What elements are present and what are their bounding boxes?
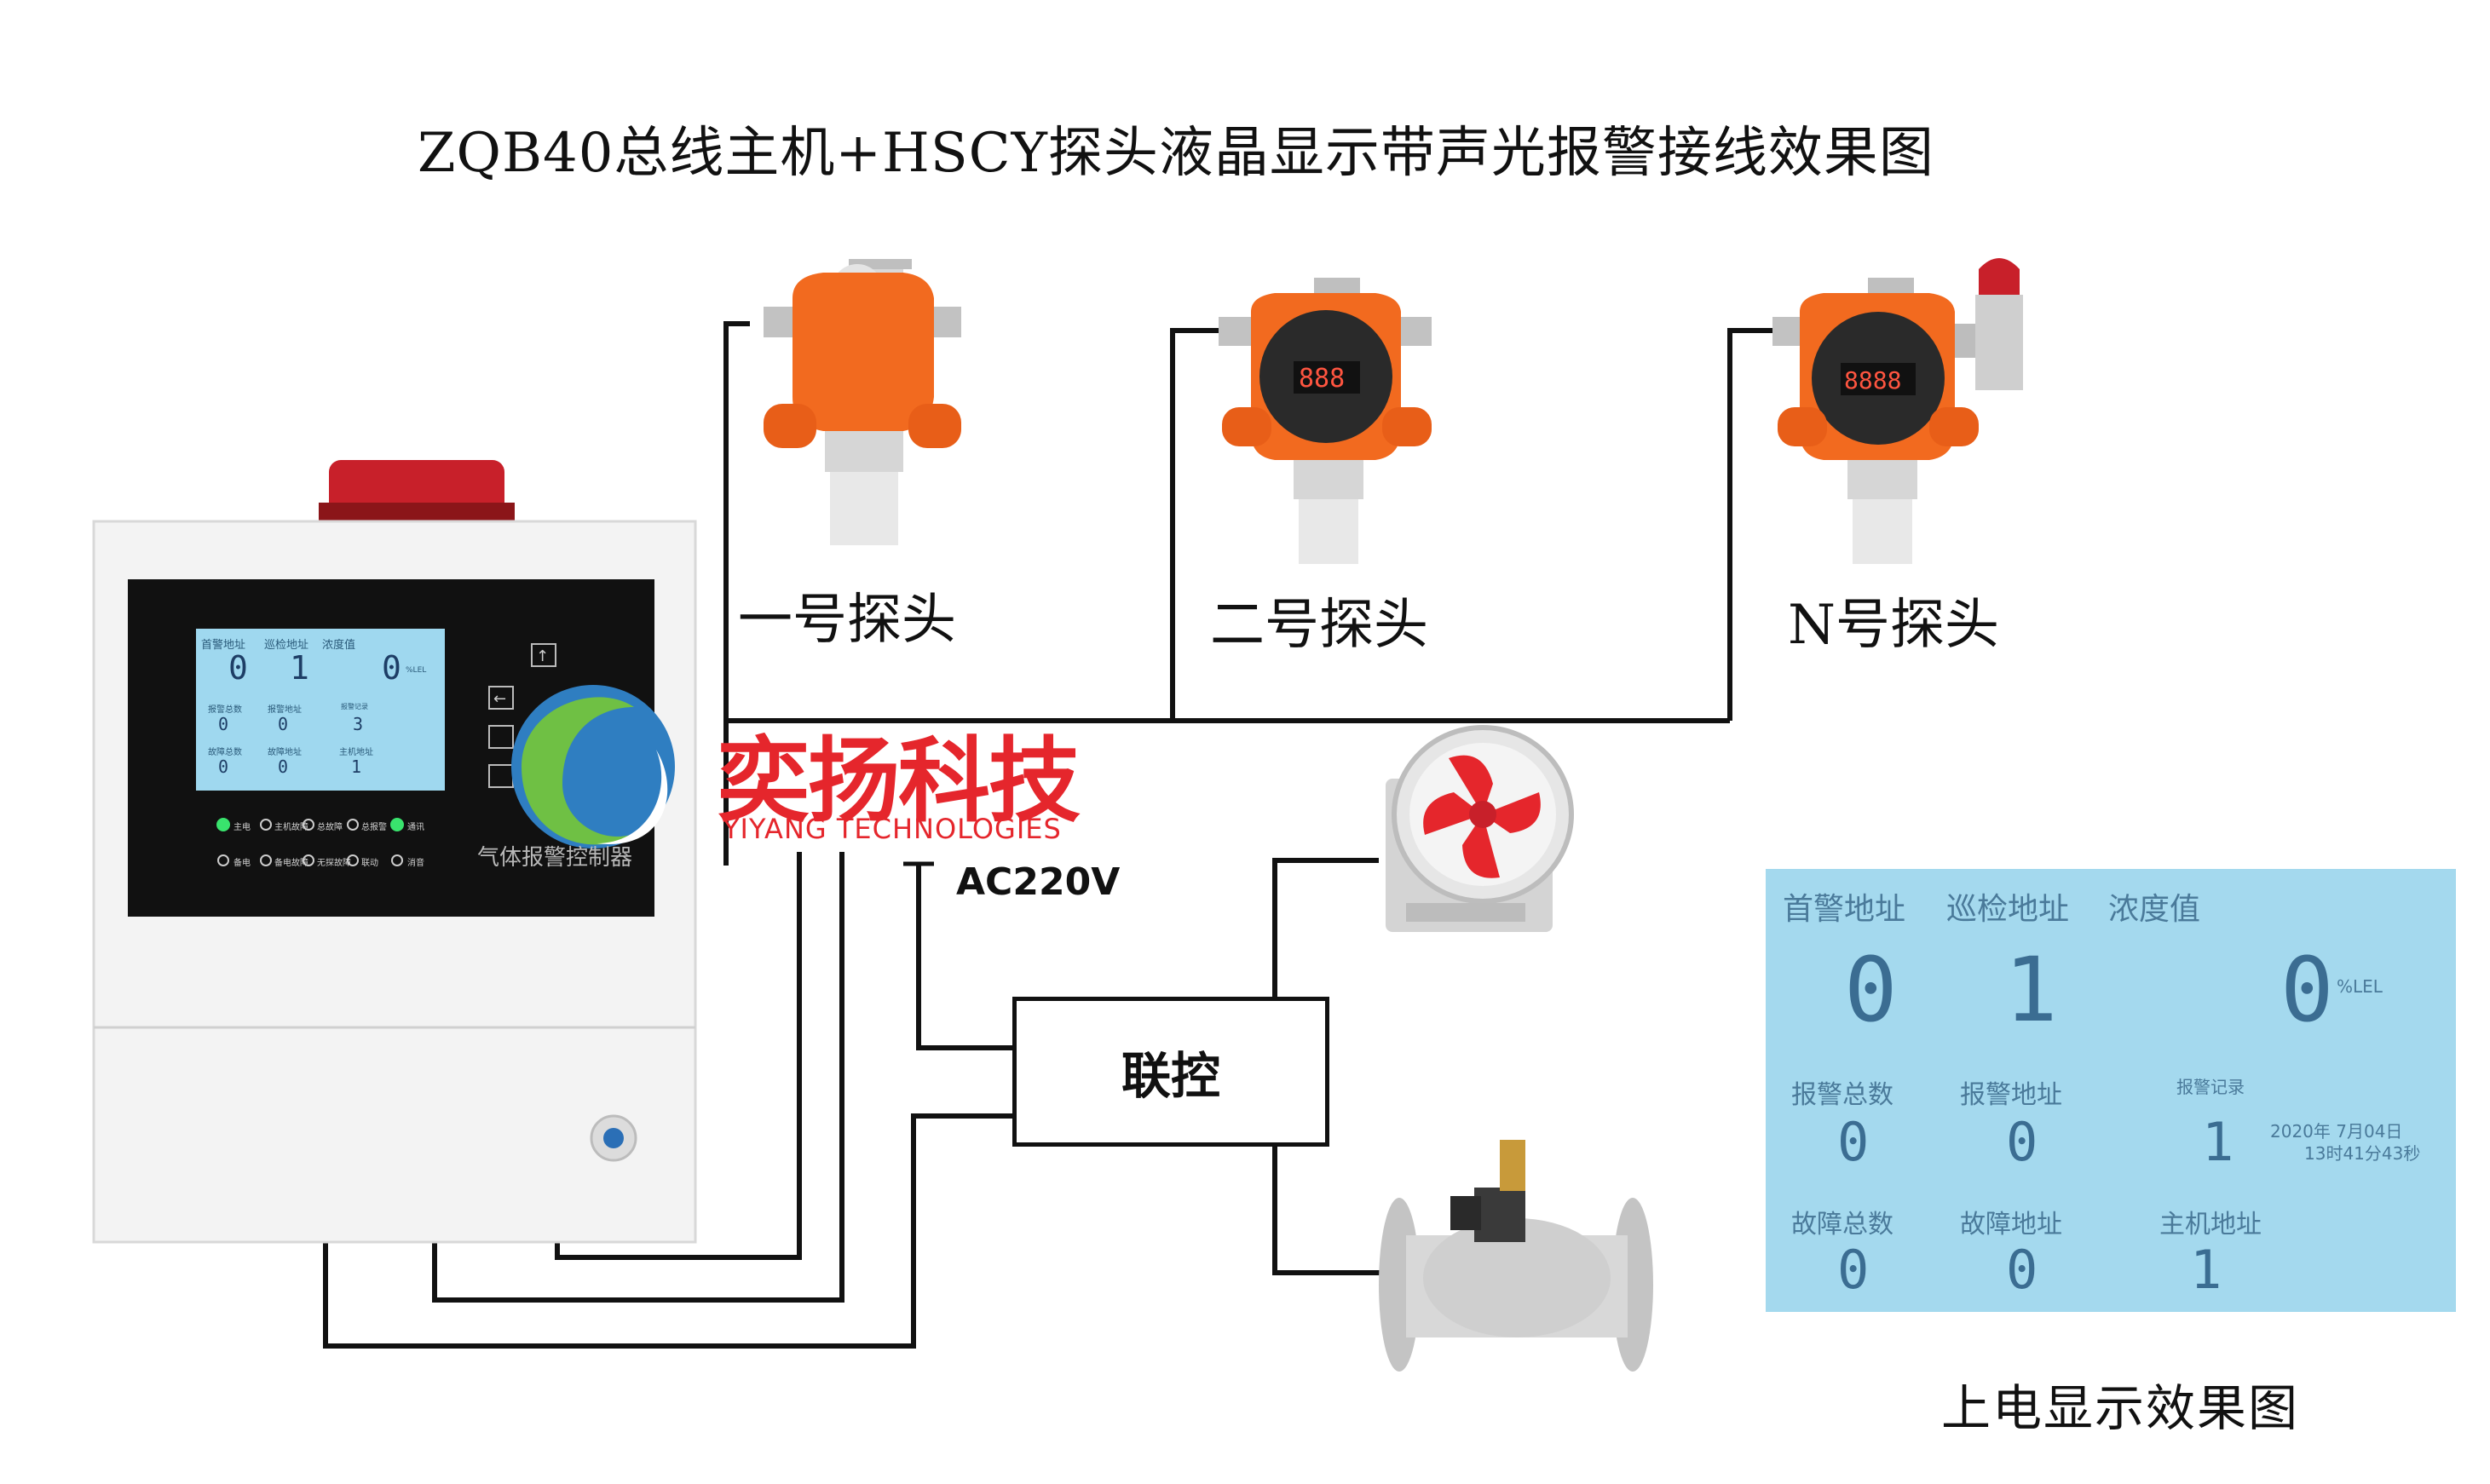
big-date: 2020年 7月04日	[2270, 1121, 2403, 1142]
big-concentration-value: 0	[2280, 938, 2334, 1042]
lcd-patrol-label: 巡检地址	[264, 639, 309, 652]
svg-text:←: ←	[493, 690, 506, 708]
lcd-host-addr-label: 主机地址	[339, 748, 373, 757]
led-label-backup-fault: 备电故障	[274, 859, 308, 868]
big-time: 13时41分43秒	[2304, 1143, 2421, 1164]
lcd-alarm-total-label: 报警总数	[208, 705, 242, 715]
probe-n-wire	[1727, 328, 1781, 721]
lcd-unit: %LEL	[406, 666, 427, 675]
linkage-label: 联控	[1121, 1047, 1220, 1105]
diagram-title: ZQB40总线主机+HSCY探头液晶显示带声光报警接线效果图	[418, 122, 1934, 185]
big-alarm-record-label: 报警记录	[2176, 1077, 2245, 1097]
big-alarm-record-value: 1	[2202, 1111, 2234, 1173]
fan-wire	[1272, 858, 1379, 997]
lcd-fault-total-label: 故障总数	[208, 748, 242, 757]
probe-2-device: 888	[1219, 278, 1432, 564]
led-label-total-fault: 总故障	[317, 823, 343, 832]
lcd-concentration-value: 0	[382, 649, 401, 687]
big-first-alarm-label: 首警地址	[1783, 892, 1906, 927]
controller-wire-1	[323, 1113, 1012, 1349]
big-patrol-label: 巡检地址	[1946, 892, 2070, 927]
lcd-alarm-record-label: 报警记录	[341, 703, 368, 710]
big-fault-addr-label: 故障地址	[1960, 1210, 2062, 1240]
led-label-host-fault: 主机故障	[274, 823, 308, 832]
led-label-mute: 消音	[407, 859, 424, 868]
svg-text:888: 888	[1299, 364, 1345, 394]
lcd-patrol-value: 1	[290, 649, 309, 687]
controller-wire-2	[432, 852, 844, 1303]
big-first-alarm-value: 0	[1844, 938, 1898, 1042]
big-alarm-addr-value: 0	[2006, 1111, 2038, 1173]
power-on-lcd: 首警地址 巡检地址 浓度值 0 1 0 %LEL 报警总数 报警地址 报警记录 …	[1766, 869, 2456, 1312]
axial-fan-device	[1386, 725, 1574, 932]
led-label-total-alarm: 总报警	[361, 823, 387, 832]
big-unit: %LEL	[2337, 976, 2383, 997]
probe-1-label: 一号探头	[738, 589, 956, 652]
big-fault-addr-value: 0	[2006, 1239, 2038, 1301]
probe-n-device: 8888	[1772, 258, 2023, 564]
bus-wires	[323, 321, 1781, 1349]
big-concentration-label: 浓度值	[2108, 892, 2201, 927]
lcd-fault-addr-value: 0	[278, 756, 289, 777]
lcd-alarm-addr-label: 报警地址	[268, 705, 302, 715]
lcd-alarm-record-value: 3	[353, 714, 364, 734]
controller-lcd: 首警地址 巡检地址 浓度值 0 1 0 %LEL 报警总数 报警地址 报警记录 …	[196, 629, 445, 791]
svg-text:↑: ↑	[536, 647, 549, 665]
big-alarm-addr-label: 报警地址	[1960, 1080, 2062, 1110]
probe-2-label: 二号探头	[1210, 594, 1428, 657]
probe-1-device	[764, 259, 961, 545]
lcd-host-addr-value: 1	[351, 756, 362, 777]
probe-1-wire	[723, 321, 750, 866]
led-label-linkage: 联动	[361, 859, 378, 868]
led-label-main-power: 主电	[233, 823, 251, 832]
valve-wire	[1272, 1147, 1380, 1275]
ac220v-wire	[916, 864, 1012, 1050]
logo-text-en: YIYANG TECHNOLOGIES	[723, 813, 1062, 845]
big-host-addr-value: 1	[2190, 1239, 2222, 1301]
lcd-fault-addr-label: 故障地址	[268, 748, 302, 757]
lcd-alarm-total-value: 0	[218, 714, 229, 734]
lcd-first-alarm-label: 首警地址	[201, 639, 246, 652]
led-label-probe-fault: 无探故障	[317, 859, 351, 868]
led-row-2	[217, 854, 403, 866]
led-row-1	[216, 818, 404, 831]
svg-text:8888: 8888	[1844, 366, 1901, 394]
big-host-addr-label: 主机地址	[2159, 1210, 2262, 1240]
probe-n-label: N号探头	[1788, 594, 1999, 657]
controller-alarm-lamp	[319, 460, 515, 523]
power-on-caption: 上电显示效果图	[1941, 1379, 2300, 1437]
solenoid-valve-device	[1379, 1140, 1653, 1372]
logo-swirl-icon	[511, 685, 675, 848]
controller-wire-3	[555, 852, 802, 1260]
linkage-control-box: 联控	[1012, 997, 1329, 1147]
lcd-concentration-label: 浓度值	[322, 639, 356, 652]
led-label-comm: 通讯	[407, 823, 424, 832]
big-patrol-value: 1	[2004, 938, 2058, 1042]
lcd-first-alarm-value: 0	[228, 649, 248, 687]
lcd-alarm-addr-value: 0	[278, 714, 289, 734]
logo-text-cn: 奕扬科技	[718, 728, 1081, 835]
big-fault-total-value: 0	[1837, 1239, 1870, 1301]
lcd-fault-total-value: 0	[218, 756, 229, 777]
big-fault-total-label: 故障总数	[1791, 1210, 1893, 1240]
big-alarm-total-value: 0	[1837, 1111, 1870, 1173]
probe-2-wire	[1170, 328, 1220, 721]
controller-name: 气体报警控制器	[477, 845, 633, 871]
big-alarm-total-label: 报警总数	[1791, 1080, 1893, 1110]
led-label-backup-power: 备电	[233, 859, 251, 868]
ac220v-label: AC220V	[956, 860, 1121, 904]
